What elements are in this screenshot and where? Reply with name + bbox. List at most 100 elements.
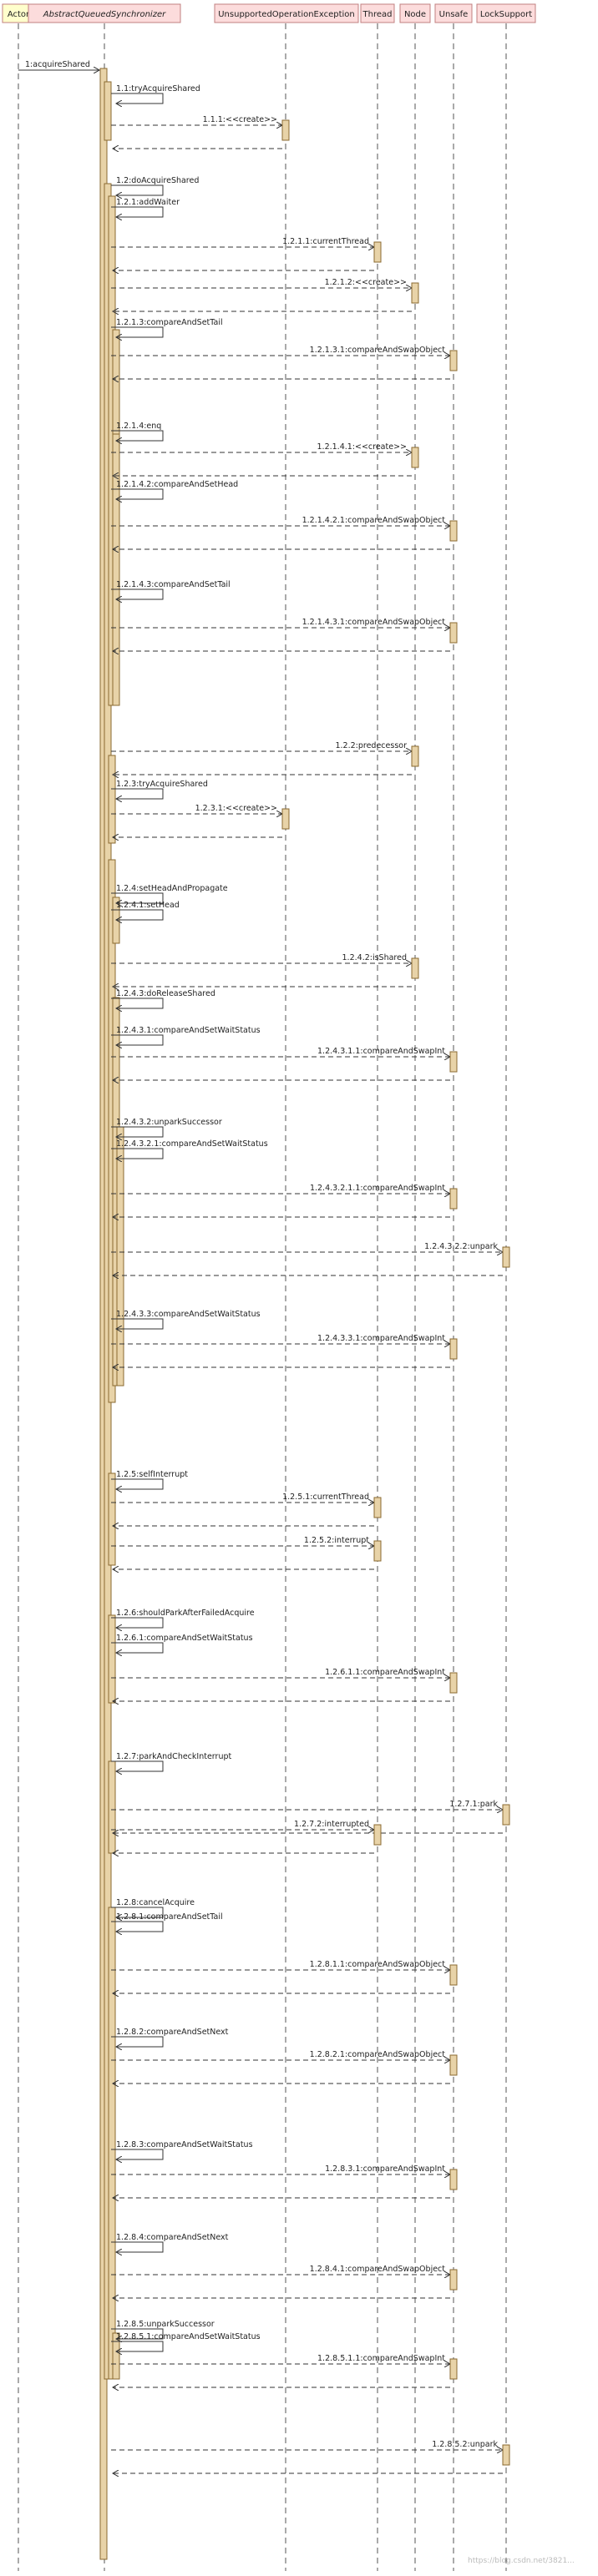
activation-bar [108,1472,116,1566]
activation-bar [449,2358,458,2380]
message-label: 1.2.7.2:interrupted [294,1820,369,1829]
message-label: 1.2.4.3.1.1:compareAndSwapInt [317,1047,445,1056]
self-call-arrow [111,2328,164,2339]
message-label: 1.2.4.3.2.1.1:compareAndSwapInt [310,1184,445,1193]
message-label: 1.2.4.3.1:compareAndSetWaitStatus [116,1026,261,1035]
activation-bar [373,1540,382,1562]
message-label: 1:acquireShared [25,60,90,69]
activation-bar [502,2444,510,2466]
message-label: 1.2.8.2.1:compareAndSwapObject [310,2050,446,2059]
message-label: 1.2.4.3.3:compareAndSetWaitStatus [116,1310,261,1319]
participant-uoe-box [214,3,359,23]
activation-bar [502,1804,510,1826]
activation-bar [449,1672,458,1694]
activation-bar [112,433,120,706]
self-call-arrow [111,1760,164,1771]
activation-bar [108,1907,116,2380]
self-call-arrow [111,909,164,920]
activation-bar [449,2054,458,2076]
self-call-arrow [111,1921,164,1932]
message-label: 1.1.1:<<create>> [203,115,277,124]
participant-thread-label: Thread [362,10,393,19]
self-call-arrow [111,326,164,337]
message-label: 1.2.5:selfInterrupt [116,1470,188,1479]
message-label: 1.2.8.1:compareAndSetTail [116,1912,223,1922]
activation-bar [449,1964,458,1986]
self-call-arrow [111,93,164,104]
message-label: 1.2.8.1.1:compareAndSwapObject [310,1960,446,1969]
message-label: 1.2.1.2:<<create>> [325,278,407,287]
message-label: 1.2.2:predecessor [335,741,407,750]
self-call-arrow [111,2341,164,2351]
self-call-arrow [111,1478,164,1489]
message-label: 1.2.8.5.2:unpark [432,2440,498,2449]
self-call-arrow [111,488,164,499]
message-label: 1.2.1.4.2:compareAndSetHead [116,480,238,489]
activation-bar [281,808,290,830]
participant-unsafe-label: Unsafe [439,10,469,19]
self-call-arrow [111,2241,164,2252]
participant-uoe-label: UnsupportedOperationException [218,10,355,19]
activation-bar [116,1126,124,1386]
self-call-arrow [111,998,164,1008]
self-call-arrow [111,1318,164,1329]
message-label: 1.2.8.5.1:compareAndSetWaitStatus [116,2332,261,2341]
message-label: 1.2.8.3.1:compareAndSwapInt [325,2164,445,2174]
message-label: 1.2.5.1:currentThread [282,1493,369,1502]
activation-bar [108,755,116,844]
message-label: 1.2.1:addWaiter [116,198,180,207]
message-label: 1.2.4.3:doReleaseShared [116,989,215,998]
activation-bar [281,119,290,141]
message-label: 1.2.4.3.2.1:compareAndSetWaitStatus [116,1139,268,1149]
activation-bar [373,1824,382,1846]
message-label: 1.2.1.1:currentThread [282,237,369,246]
message-label: 1.2.6.1:compareAndSetWaitStatus [116,1634,253,1643]
self-call-arrow [111,1907,164,1917]
message-label: 1.2.7.1:park [449,1800,498,1809]
self-call-arrow [111,788,164,799]
self-call-arrow [111,184,164,195]
activation-bar [449,520,458,542]
self-call-arrow [111,2036,164,2047]
self-call-arrow [111,1034,164,1045]
participant-actor-label: Actor [8,10,30,19]
message-label: 1.2.6:shouldParkAfterFailedAcquire [116,1609,255,1618]
message-label: 1.2.1.3:compareAndSetTail [116,318,223,327]
activation-bar [373,1497,382,1518]
participant-aqs-box [28,3,181,23]
participant-thread-box [360,3,395,23]
message-label: 1.2.8.4.1:compareAndSwapObject [310,2265,446,2274]
message-label: 1.2.4.1:setHead [116,901,180,910]
message-label: 1.2.6.1.1:compareAndSwapInt [325,1668,445,1677]
activation-bar [411,957,419,979]
message-label: 1.2.4.3.2.2:unpark [424,1242,498,1251]
activation-bar [449,1188,458,1210]
participant-node-box [399,3,431,23]
self-call-arrow [111,1148,164,1159]
message-label: 1.2.3:tryAcquireShared [116,780,208,789]
self-call-arrow [111,1617,164,1628]
activation-bar [449,1051,458,1073]
self-call-arrow [111,206,164,217]
activation-bar [112,2332,120,2380]
message-label: 1.2:doAcquireShared [116,176,199,185]
self-call-arrow [111,2149,164,2159]
self-call-arrow [111,430,164,441]
participant-lock-label: LockSupport [480,10,532,19]
message-label: 1.2.3.1:<<create>> [195,804,277,813]
message-label: 1.2.1.3.1:compareAndSwapObject [310,346,446,355]
message-label: 1.2.4:setHeadAndPropagate [116,884,228,893]
message-label: 1.2.8.5:unparkSuccessor [116,2320,215,2329]
self-call-arrow [111,588,164,599]
activation-bar [449,350,458,371]
message-label: 1.1:tryAcquireShared [116,84,200,93]
message-label: 1.2.4.3.3.1:compareAndSwapInt [317,1334,445,1343]
activation-bar [373,241,382,263]
participant-aqs-label: AbstractQueuedSynchronizer [43,10,166,19]
self-call-arrow [111,1642,164,1653]
message-label: 1.2.8.3:compareAndSetWaitStatus [116,2140,253,2149]
message-label: 1.2.4.3.2:unparkSuccessor [116,1118,222,1127]
activation-bar [411,282,419,304]
message-label: 1.2.1.4.2.1:compareAndSwapObject [302,516,446,525]
self-call-arrow [111,1126,164,1137]
